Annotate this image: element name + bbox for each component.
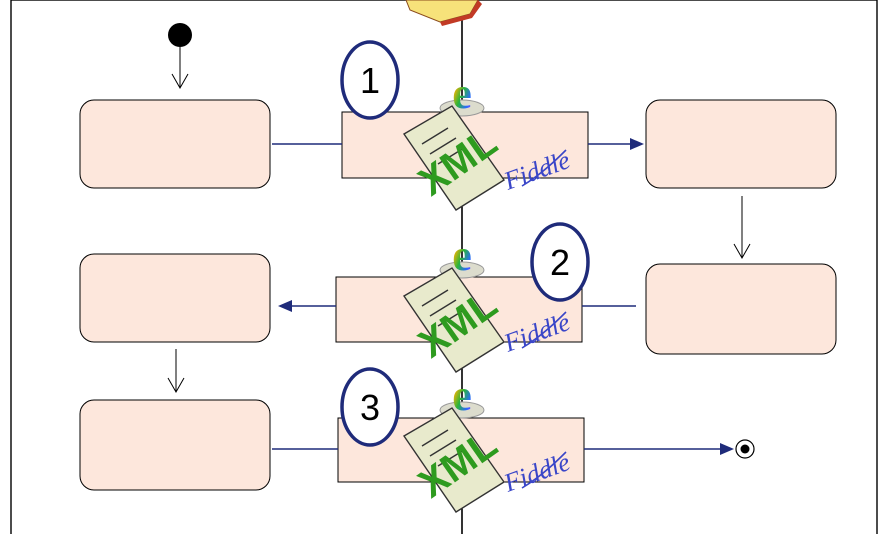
svg-text:e: e	[452, 231, 472, 280]
step-marker-3: 3	[340, 367, 400, 447]
object-flow-1b	[588, 138, 644, 150]
initial-node	[168, 23, 192, 47]
document-sheet	[402, 267, 505, 373]
svg-text:e: e	[452, 69, 472, 118]
step-marker-2: 2	[530, 222, 590, 302]
book-icon	[405, 0, 482, 26]
step-marker-1: 1	[340, 40, 400, 120]
control-flow-2	[733, 196, 751, 260]
step-number-2: 2	[550, 242, 570, 283]
control-flow-1	[171, 47, 189, 90]
activity-box-5	[79, 399, 271, 491]
activity-box-2	[645, 99, 837, 189]
step-number-3: 3	[360, 387, 380, 428]
activity-box-4	[645, 263, 837, 355]
control-flow-3	[167, 349, 185, 394]
object-flow-3b	[584, 443, 734, 455]
activity-box-1	[79, 99, 271, 189]
diagram-frame	[10, 0, 878, 534]
svg-text:e: e	[452, 371, 472, 420]
object-flow-2b	[278, 300, 336, 312]
document-sheet	[402, 407, 505, 513]
final-node	[735, 439, 755, 459]
document-sheet	[402, 105, 505, 211]
activity-box-3	[79, 253, 271, 343]
step-number-1: 1	[360, 60, 380, 101]
